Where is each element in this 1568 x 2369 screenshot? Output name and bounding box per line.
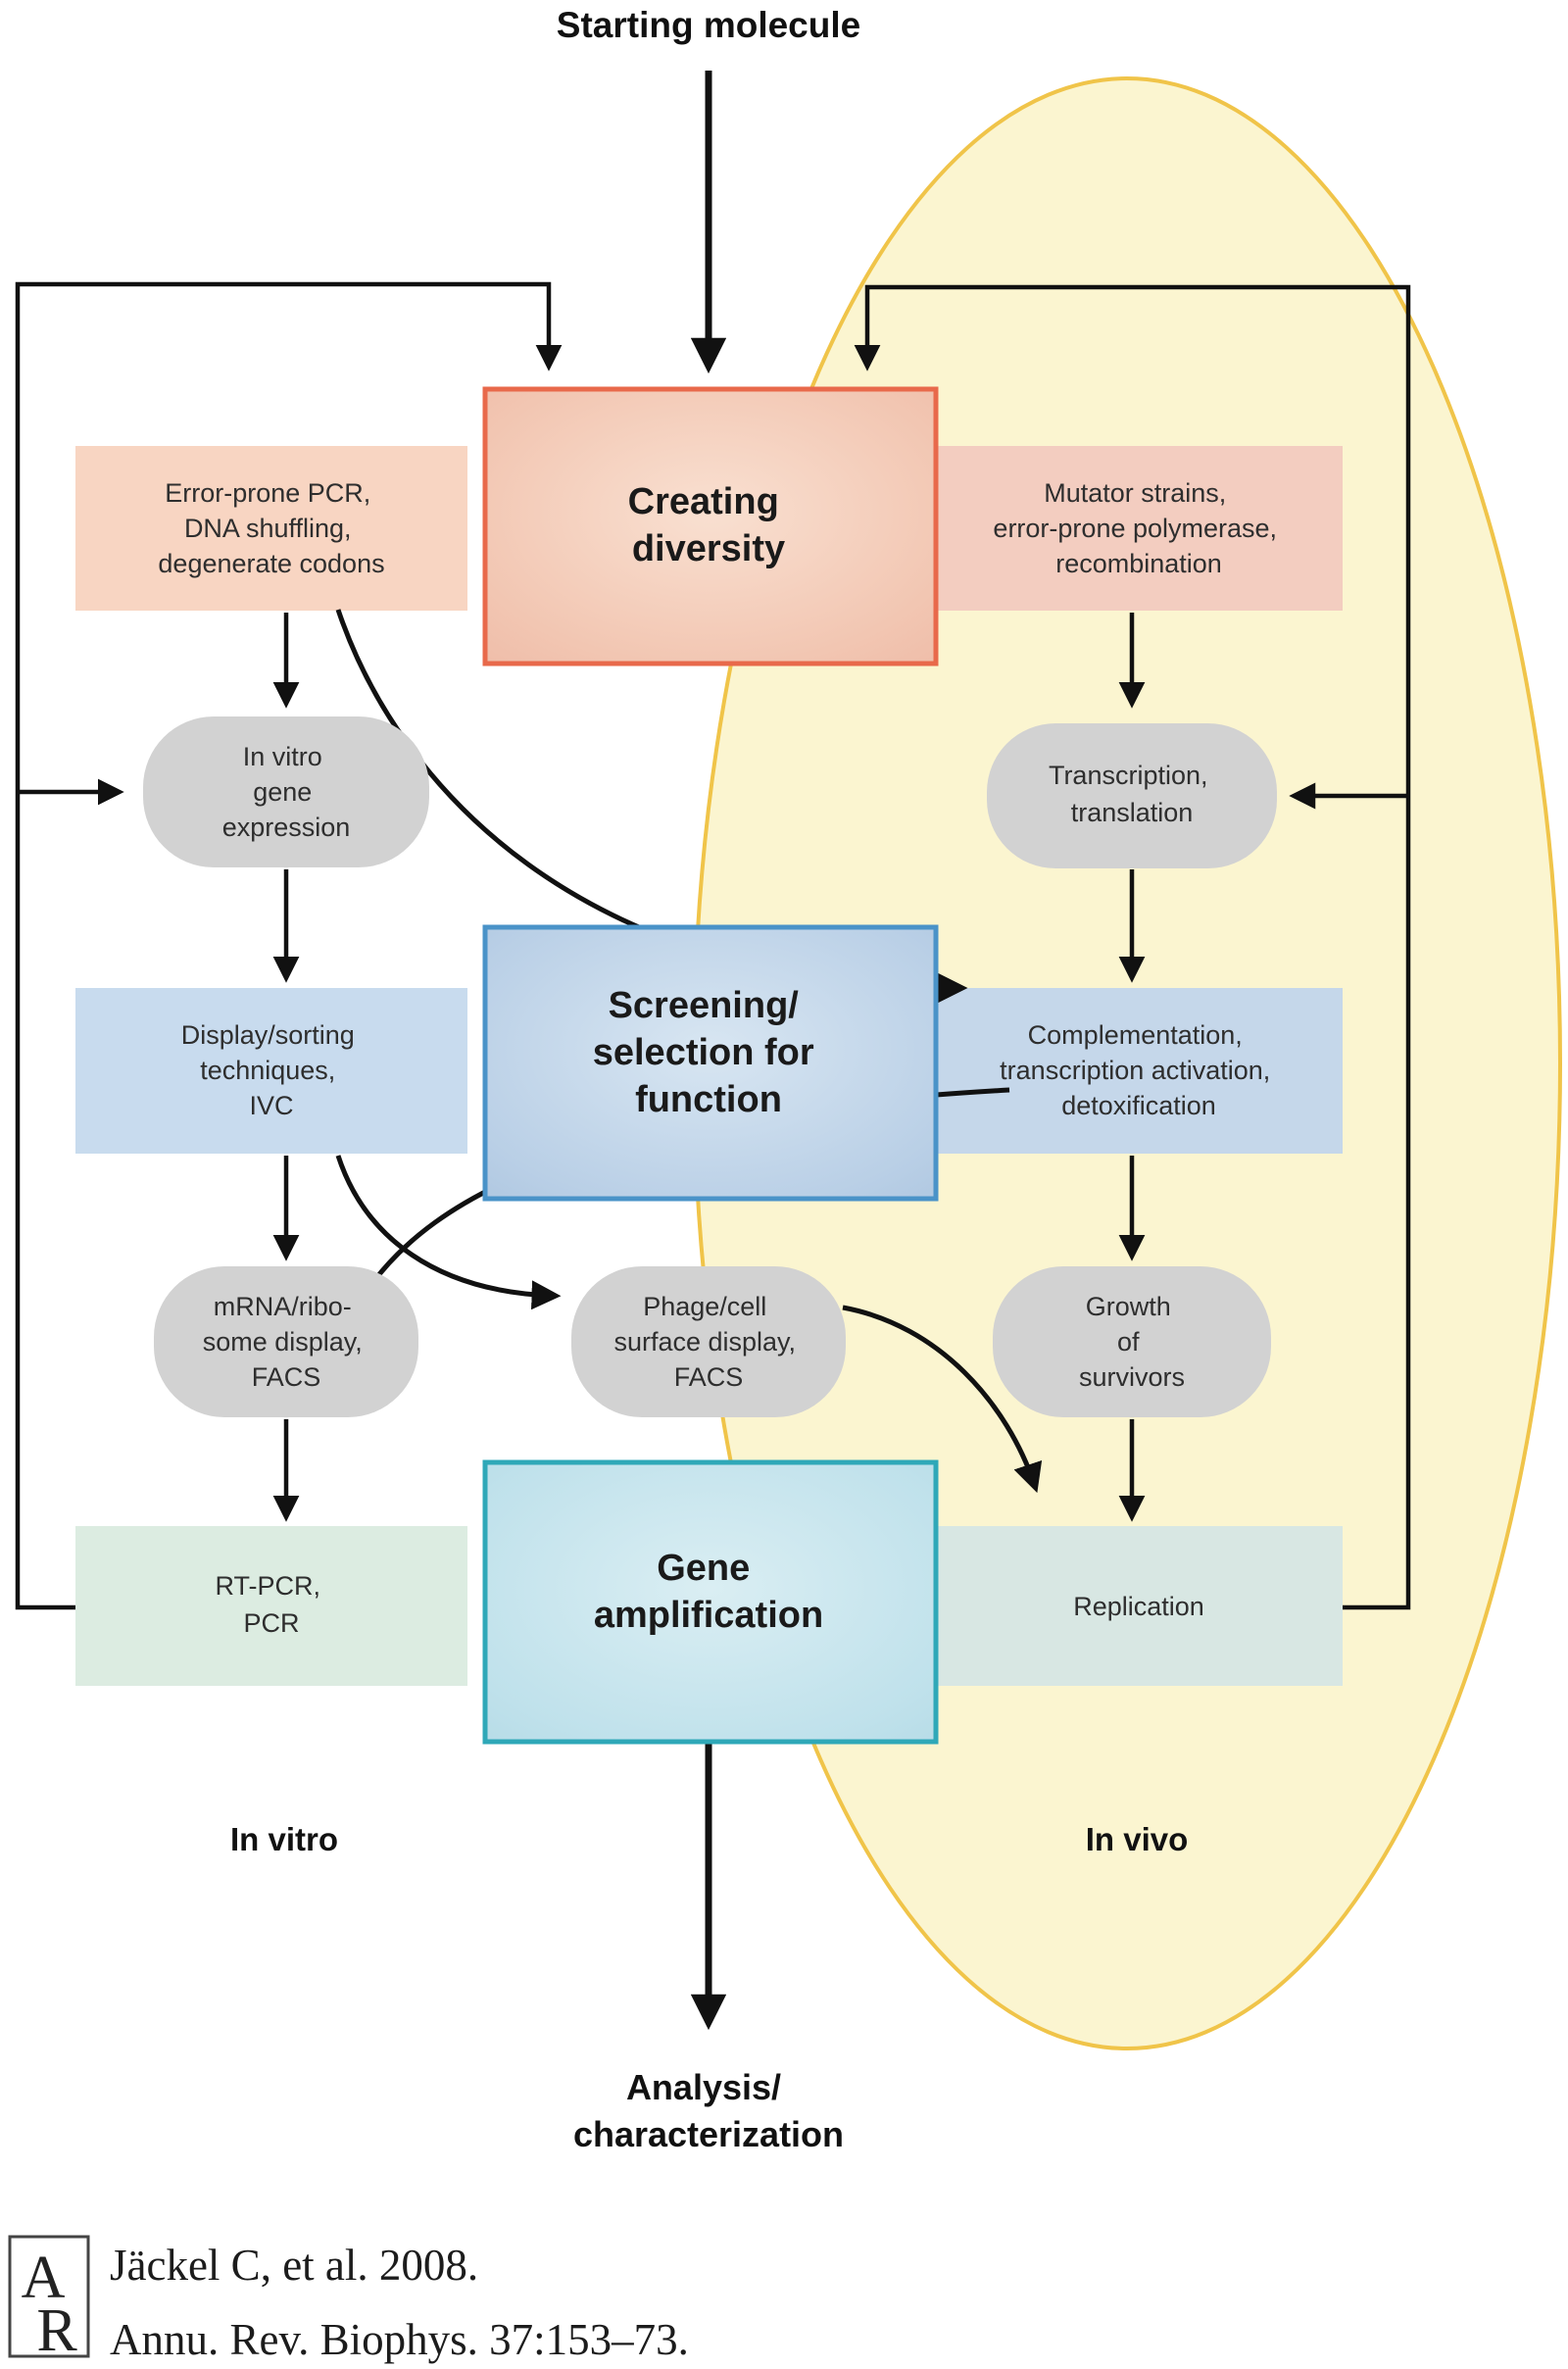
complementation-label: Complementation, transcription activatio… <box>1000 1020 1278 1120</box>
transcription-node <box>987 723 1277 868</box>
annual-reviews-logo <box>8 2235 90 2358</box>
annual-reviews-logo-r: R <box>36 2297 77 2364</box>
rt-pcr-label: RT-PCR, PCR <box>215 1571 327 1638</box>
transcription-label: Transcription, translation <box>1049 761 1215 827</box>
growth-survivors-node <box>993 1266 1271 1417</box>
screening-selection-label: Screening/ selection for function <box>593 985 825 1120</box>
rt-pcr-band <box>75 1526 467 1686</box>
invitro-expression-node <box>143 716 429 867</box>
annual-reviews-logo-a: A <box>22 2245 66 2311</box>
creating-diversity-label: Creating diversity <box>628 481 790 569</box>
complementation-band <box>936 988 1343 1154</box>
mrna-display-node <box>154 1266 418 1417</box>
creating-diversity-box <box>482 386 939 666</box>
screening-selection-box <box>482 924 939 1202</box>
mrna-display-label: mRNA/ribo- some display, FACS <box>203 1292 370 1392</box>
citation-line-1: Jäckel C, et al. 2008. <box>110 2241 478 2290</box>
in-vivo-recycle-loop-arrow <box>854 284 1411 1610</box>
phage-display-node <box>571 1266 846 1417</box>
analysis-characterization-label: Analysis/ characterization <box>573 2067 844 2154</box>
display-sorting-label: Display/sorting techniques, IVC <box>181 1020 363 1120</box>
error-prone-label: Error-prone PCR, DNA shuffling, degenera… <box>158 478 384 578</box>
display-to-phage-curve-arrow <box>335 1155 562 1310</box>
error-prone-band <box>75 446 467 611</box>
gene-amplification-box <box>482 1459 939 1745</box>
gene-amplification-label: Gene amplification <box>594 1548 823 1636</box>
invitro-expression-label: In vitro gene expression <box>222 742 351 842</box>
in-vitro-recycle-loop-arrow <box>15 281 563 1610</box>
in-vitro-region-label: In vitro <box>230 1821 338 1857</box>
phage-display-label: Phage/cell surface display, FACS <box>613 1292 803 1392</box>
page-title: Starting molecule <box>557 5 860 45</box>
citation-line-2: Annu. Rev. Biophys. 37:153–73. <box>110 2315 689 2364</box>
mutator-label: Mutator strains, error-prone polymerase,… <box>993 478 1284 578</box>
display-sorting-band <box>75 988 467 1154</box>
mutator-band <box>936 446 1343 611</box>
growth-survivors-label: Growth of survivors <box>1079 1292 1185 1392</box>
replication-label: Replication <box>1073 1592 1204 1621</box>
in-vivo-region-label: In vivo <box>1086 1821 1189 1857</box>
phage-to-replication-curve-arrow <box>842 1305 1043 1494</box>
replication-band <box>936 1526 1343 1686</box>
